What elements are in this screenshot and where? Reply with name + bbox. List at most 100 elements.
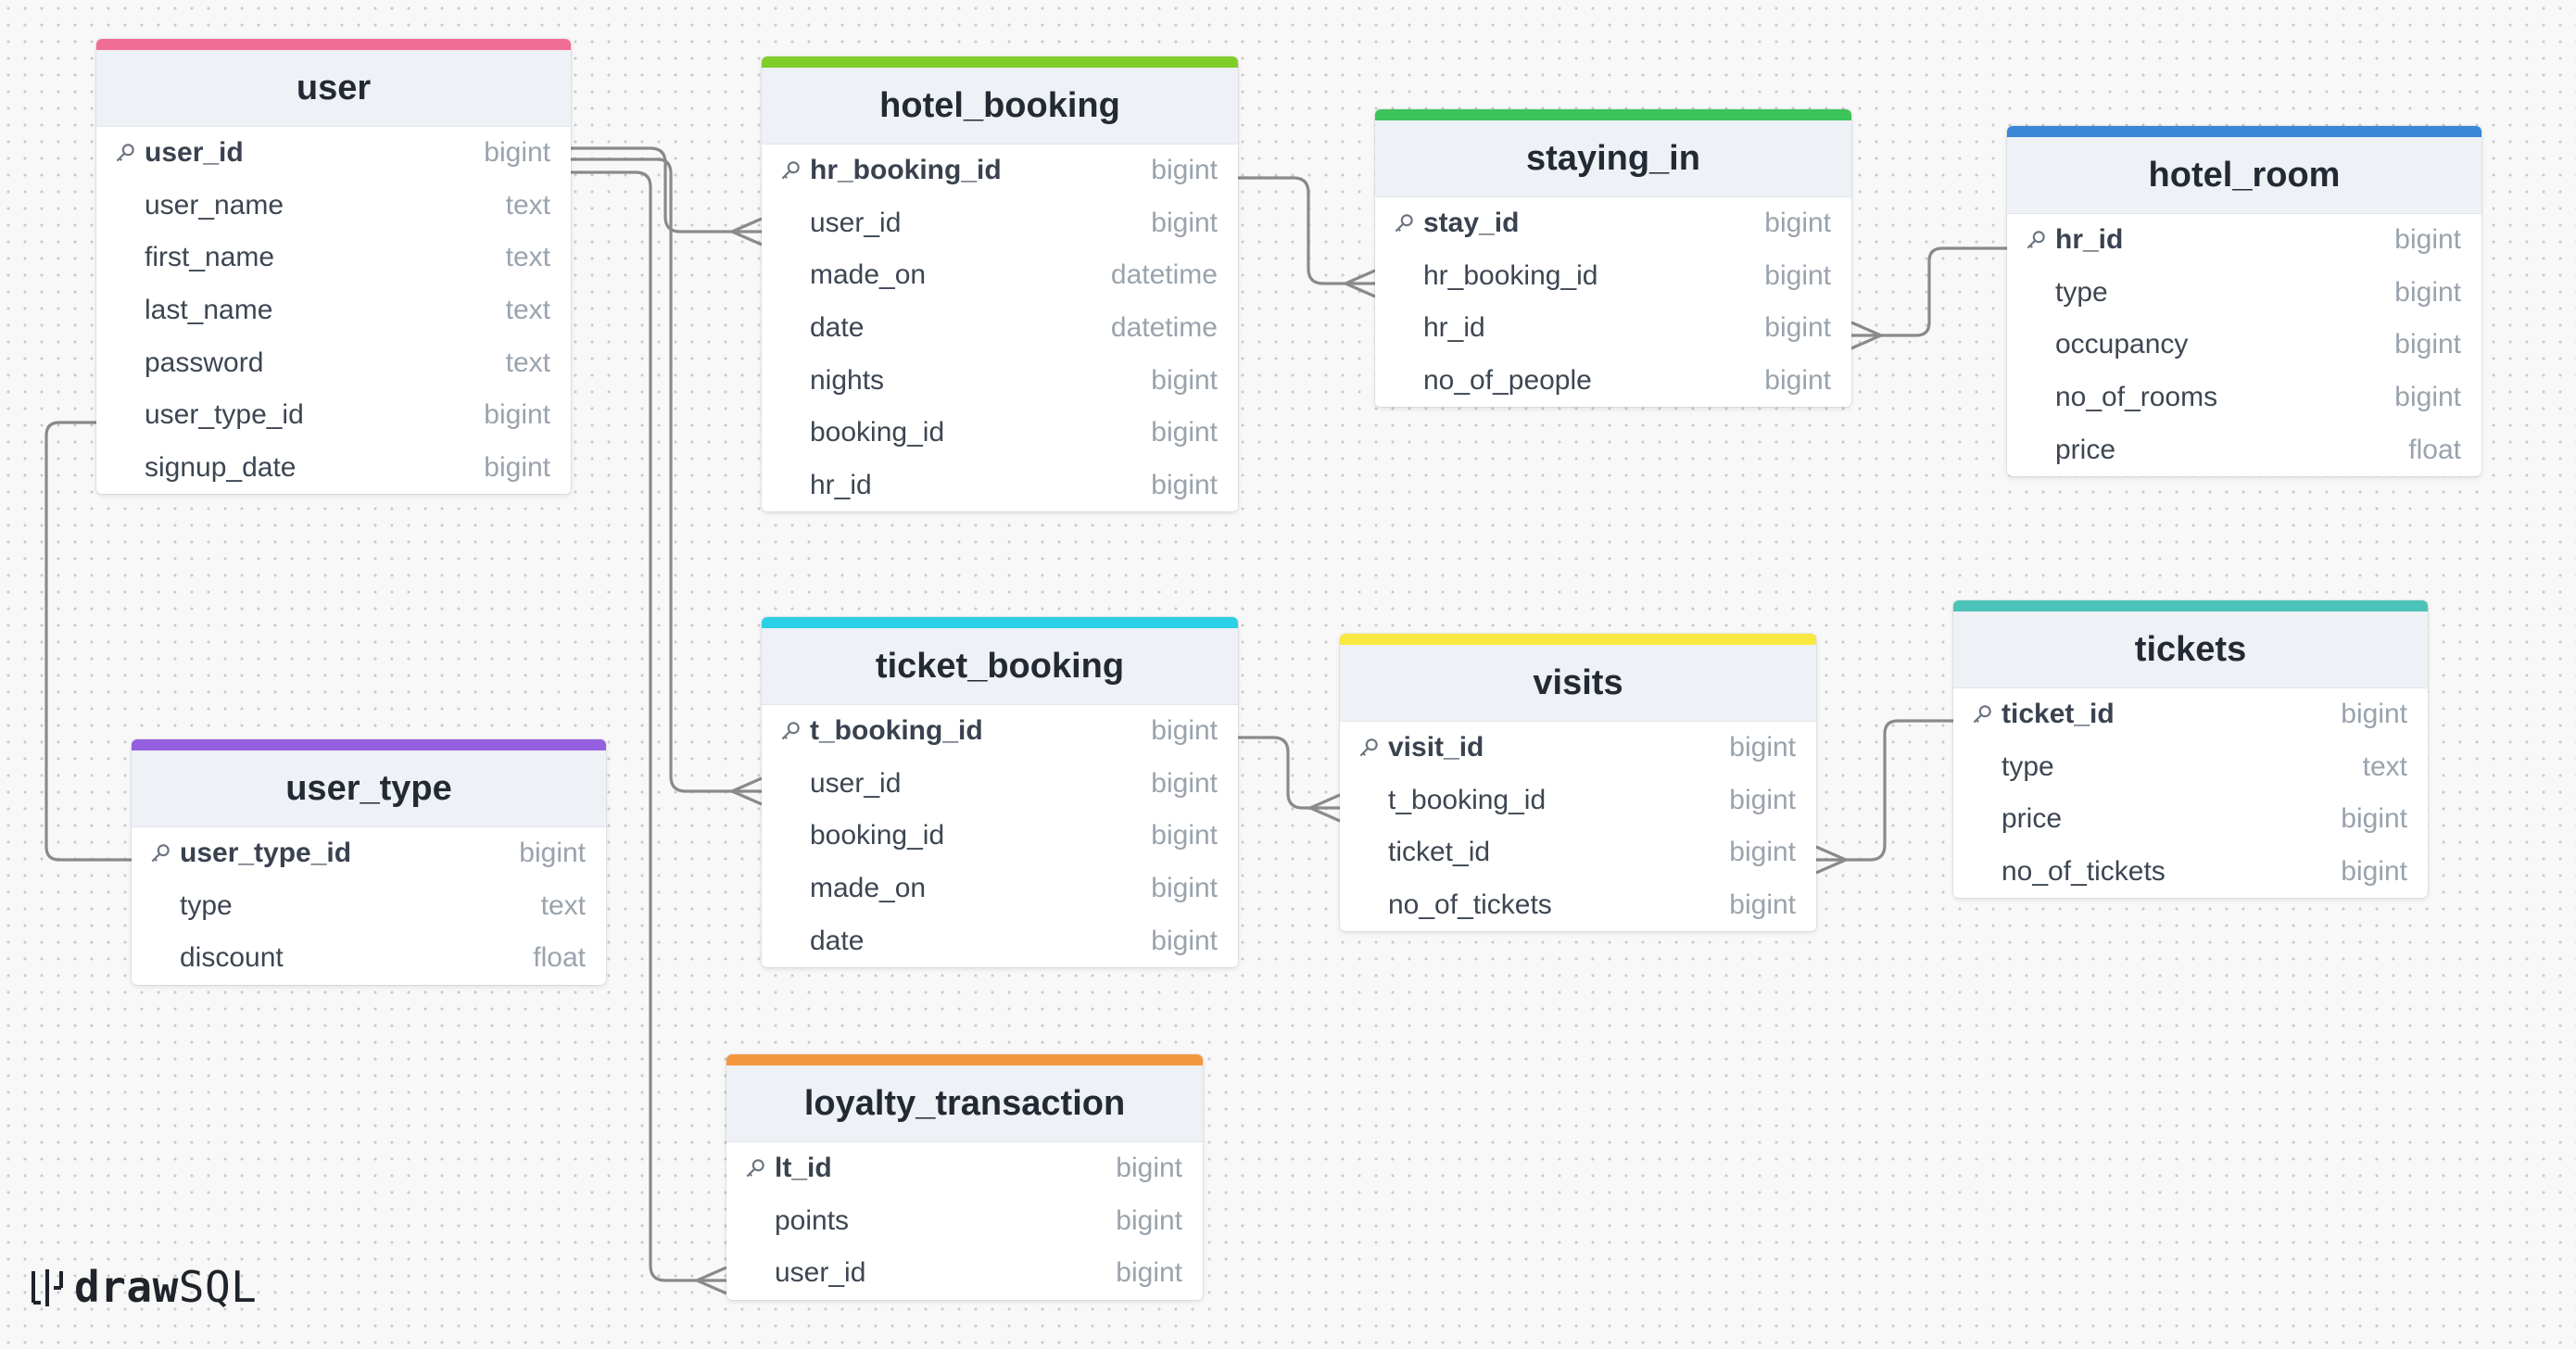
column-name: password	[145, 347, 264, 378]
column-type: bigint	[1151, 715, 1218, 747]
column-name: signup_date	[145, 451, 297, 483]
column-name: user_type_id	[180, 838, 352, 869]
table-title[interactable]: hotel_booking	[762, 68, 1238, 145]
primary-key-icon	[2024, 228, 2048, 252]
relation-user-ticket-booking[interactable]	[571, 158, 762, 793]
relation-ticket-booking-visits[interactable]	[1238, 736, 1340, 810]
table-color-bar	[1340, 634, 1816, 645]
column-type: bigint	[484, 137, 550, 169]
column-type: bigint	[1151, 873, 1218, 904]
primary-key-icon-glyph	[1395, 214, 1413, 233]
column-type: bigint	[2394, 276, 2461, 308]
relation-visits-tickets[interactable]	[1816, 719, 1953, 862]
column-name: nights	[810, 364, 885, 396]
table-title[interactable]: ticket_booking	[762, 628, 1238, 705]
table-title[interactable]: staying_in	[1375, 120, 1851, 197]
table-title[interactable]: tickets	[1953, 611, 2428, 688]
column-name: hr_booking_id	[810, 155, 1002, 186]
column-type: bigint	[1151, 469, 1218, 500]
relation-staying-in-hotel-room[interactable]	[1851, 246, 2007, 337]
table-color-bar	[96, 39, 571, 50]
column-type: text	[2362, 750, 2407, 782]
table-title[interactable]: visits	[1340, 645, 1816, 722]
relation-user-hotel-booking[interactable]	[571, 146, 762, 233]
primary-key-icon-glyph	[2027, 231, 2045, 249]
primary-key-icon	[743, 1156, 767, 1180]
table-title[interactable]: user_type	[132, 750, 606, 827]
primary-key-icon	[778, 158, 802, 183]
primary-key-icon-glyph	[781, 722, 800, 740]
column-name: type	[180, 889, 233, 921]
table-title[interactable]: loyalty_transaction	[726, 1065, 1203, 1142]
column-name: user_type_id	[145, 399, 304, 431]
relation-user-loyalty-transaction[interactable]	[571, 170, 726, 1282]
many-end-marker	[693, 1266, 727, 1295]
column-type: text	[505, 295, 550, 326]
drawsql-logo-text: drawSQL	[74, 1262, 258, 1312]
table-title[interactable]: hotel_room	[2007, 137, 2481, 214]
column-name: no_of_tickets	[1388, 889, 1552, 921]
column-type: datetime	[1110, 259, 1218, 291]
column-name: type	[2055, 276, 2108, 308]
table-title[interactable]: user	[96, 50, 571, 127]
drawsql-logo-icon	[32, 1269, 63, 1306]
relation-hotel-booking-staying-in[interactable]	[1238, 176, 1375, 285]
column-name: date	[810, 312, 865, 344]
column-type: bigint	[1764, 208, 1831, 239]
column-type: bigint	[2394, 382, 2461, 413]
column-name: price	[2055, 434, 2116, 465]
table-color-bar	[1953, 600, 2428, 611]
column-row[interactable]: type bigint	[2007, 267, 2481, 320]
